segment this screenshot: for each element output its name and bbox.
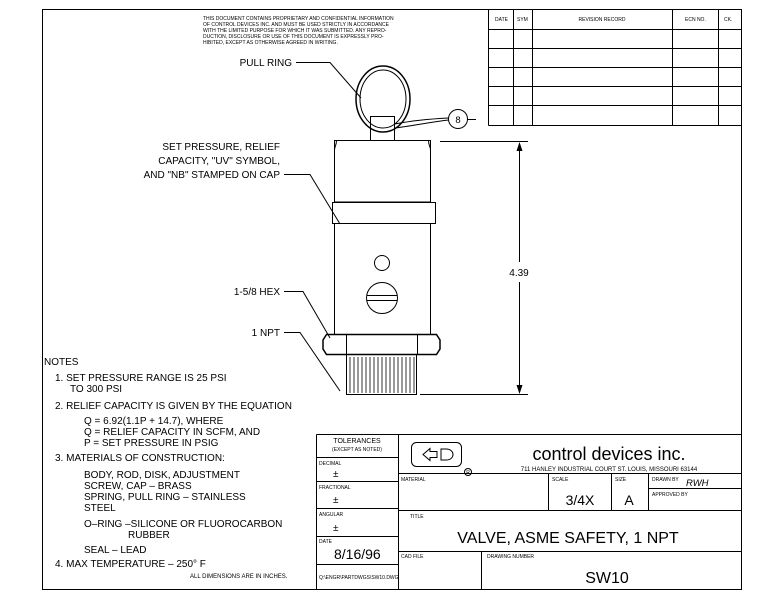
title-block: TOLERANCES (EXCEPT AS NOTED) DECIMAL ± F… (316, 434, 742, 590)
notes-heading: NOTES (44, 357, 79, 368)
note-line: TO 300 PSI (70, 384, 122, 395)
height-dimension: 4.39 (509, 268, 529, 279)
rev-col-ck: CK. (724, 17, 732, 23)
notice-line: WITH THE LIMITED PURPOSE FOR WHICH IT WA… (203, 28, 387, 34)
drawn-by-value: RWH (686, 478, 709, 489)
tolerances-subheading: (EXCEPT AS NOTED) (332, 447, 382, 453)
title-label: TITLE (410, 514, 424, 520)
valve-body (334, 223, 431, 335)
date-label: DATE (319, 539, 333, 545)
pull-ring-label: PULL RING (240, 58, 293, 69)
size-value: A (624, 492, 634, 508)
npt-leader (284, 332, 341, 392)
rev-col-sym: SYM (517, 17, 528, 23)
note-line: 3. MATERIALS OF CONSTRUCTION: (55, 453, 225, 464)
cad-file-label: CAD FILE (401, 554, 424, 560)
note-line: Q = 6.92(1.1P + 14.7), WHERE (84, 416, 224, 427)
decimal-tolerance: ± (333, 469, 339, 480)
decimal-label: DECIMAL (319, 461, 341, 467)
note-line: 4. MAX TEMPERATURE – 250° F (55, 559, 206, 570)
balloon-label: 8 (455, 115, 460, 126)
fractional-tolerance: ± (333, 495, 339, 506)
valve-cap (334, 140, 431, 203)
seal-wire (394, 117, 450, 125)
company-name: control devices inc. (532, 444, 685, 464)
pull-ring-leader (296, 62, 362, 99)
valve-stem (370, 116, 395, 141)
npt-thread (346, 354, 417, 395)
rev-col-ecn: ECN NO. (685, 17, 706, 23)
note-line: Q = RELIEF CAPACITY IN SCFM, AND (84, 427, 260, 438)
note-line: SCREW, CAP – BRASS (84, 481, 192, 492)
note-line: RUBBER (128, 530, 170, 541)
size-label: SIZE (615, 477, 627, 483)
notice-line: THIS DOCUMENT CONTAINS PROPRIETARY AND C… (203, 16, 394, 22)
notes-block: NOTES 1. SET PRESSURE RANGE IS 25 PSI TO… (44, 357, 292, 580)
angular-tolerance: ± (333, 523, 339, 534)
hex-leader (284, 291, 331, 339)
note-line: SEAL – LEAD (84, 545, 146, 556)
notice-line: HIBITED, EXCEPT AS OTHERWISE AGREED IN W… (203, 40, 338, 46)
scale-value: 3/4X (566, 492, 595, 508)
hex-label: 1-5/8 HEX (234, 287, 280, 298)
dimensions-note: ALL DIMENSIONS ARE IN INCHES. (190, 574, 288, 580)
set-pressure-label: AND "NB" STAMPED ON CAP (144, 170, 281, 181)
note-line: P = SET PRESSURE IN PSIG (84, 438, 219, 449)
company-address: 711 HANLEY INDUSTRIAL COURT ST. LOUIS, M… (521, 467, 698, 473)
set-pressure-label: SET PRESSURE, RELIEF (162, 142, 280, 153)
set-pressure-leader (284, 174, 341, 225)
rev-col-record: REVISION RECORD (579, 17, 626, 23)
drawing-title: VALVE, ASME SAFETY, 1 NPT (457, 530, 679, 547)
rev-col-date: DATE (495, 17, 509, 23)
adjustment-screw (366, 282, 398, 314)
note-line: 1. SET PRESSURE RANGE IS 25 PSI (55, 373, 227, 384)
note-line: SPRING, PULL RING – STAINLESS (84, 492, 246, 503)
sheet-border (42, 9, 742, 590)
fractional-label: FRACTIONAL (319, 485, 351, 491)
material-label: MATERIAL (401, 477, 426, 483)
callouts: PULL RING SET PRESSURE, RELIEF CAPACITY,… (144, 58, 362, 392)
revision-record-table: DATE SYM REVISION RECORD ECN NO. CK. (488, 9, 742, 126)
note-line: STEEL (84, 503, 116, 514)
note-line: BODY, ROD, DISK, ADJUSTMENT (84, 470, 240, 481)
tolerances-heading: TOLERANCES (333, 438, 381, 445)
drawing-number: SW10 (585, 570, 629, 587)
note-line: O–RING –SILICONE OR FLUOROCARBON (84, 519, 282, 530)
npt-label: 1 NPT (252, 328, 280, 339)
approved-by-label: APPROVED BY (652, 492, 689, 498)
scale-label: SCALE (552, 477, 569, 483)
note-line: 2. RELIEF CAPACITY IS GIVEN BY THE EQUAT… (55, 401, 292, 412)
confidentiality-notice: THIS DOCUMENT CONTAINS PROPRIETARY AND C… (203, 16, 394, 46)
date-value: 8/16/96 (334, 546, 381, 562)
vent-hole (374, 255, 390, 271)
pull-ring (355, 65, 411, 133)
notice-line: DUCTION, DISCLOSURE OR USE OF THIS DOCUM… (203, 34, 384, 40)
hex-nut (322, 333, 441, 356)
notice-line: OF CONTROL DEVICES INC. AND MUST BE USED… (203, 22, 390, 28)
thread-lines (349, 357, 415, 393)
angular-label: ANGULAR (319, 512, 344, 518)
company-logo: R (411, 442, 472, 476)
safety-valve-drawing: 8 4.39 (322, 65, 529, 395)
set-pressure-label: CAPACITY, "UV" SYMBOL, (158, 156, 280, 167)
drawing-number-label: DRAWING NUMBER (487, 554, 534, 560)
cap-ring (332, 202, 436, 224)
drawn-by-label: DRAWN BY (652, 477, 679, 483)
cad-file-value: Q:\ENGR\PARTDWGS\SW10.DWG (319, 575, 399, 581)
